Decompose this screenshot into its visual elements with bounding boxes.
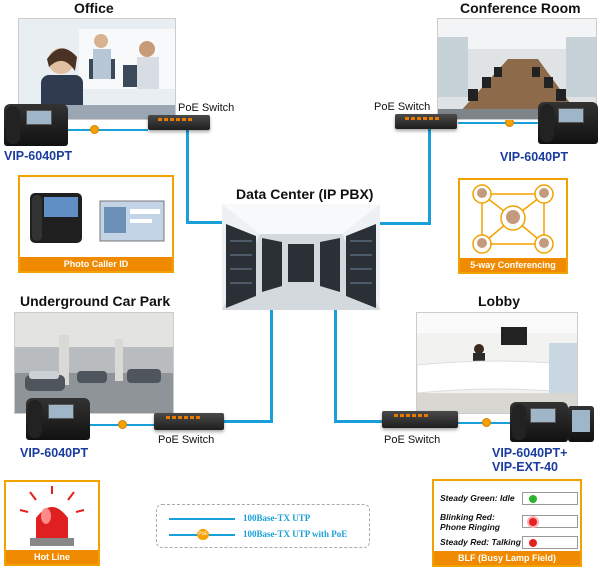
blf-label: BLF (Busy Lamp Field)	[434, 551, 580, 565]
conference-photo	[437, 18, 597, 120]
lobby-title: Lobby	[478, 293, 520, 309]
conference-switch-to-datacenter-line	[428, 128, 431, 225]
carpark-datacenter-hline	[224, 420, 273, 423]
phone-screen	[26, 110, 52, 125]
lobby-expansion-module	[568, 406, 594, 442]
conference-poe-line	[458, 122, 538, 124]
carpark-scene-image	[15, 313, 173, 413]
lobby-poe-switch	[382, 411, 458, 428]
datacenter-photo	[222, 204, 380, 310]
phone-screen	[558, 108, 584, 123]
lobby-datacenter-hline	[334, 420, 384, 423]
server-room-image	[222, 204, 380, 310]
office-switch-to-datacenter-line	[186, 128, 189, 223]
conferencing-card: 5-way Conferencing	[458, 178, 568, 274]
lobby-switch-to-datacenter-line	[334, 310, 337, 423]
carpark-title: Underground Car Park	[20, 293, 171, 309]
conference-switch-label: PoE Switch	[374, 101, 431, 113]
conference-scene-image	[438, 19, 596, 119]
conference-title: Conference Room	[460, 0, 581, 16]
office-datacenter-hline	[186, 221, 222, 224]
datacenter-title: Data Center (IP PBX)	[236, 186, 374, 202]
green-lamp-icon	[529, 494, 537, 503]
carpark-photo	[14, 312, 174, 414]
lobby-ip-phone	[510, 402, 568, 442]
red-lamp-icon	[529, 538, 537, 547]
blf-blink-field	[522, 515, 578, 528]
phone-handset	[6, 106, 20, 144]
phone-handset	[28, 400, 42, 438]
legend-utp-line	[169, 518, 235, 520]
blf-red-label: Steady Red: Talking	[440, 537, 521, 547]
lobby-switch-label: PoE Switch	[384, 434, 441, 446]
blinking-red-lamp-icon	[529, 517, 537, 526]
blf-blink-label-2: Phone Ringing	[440, 522, 500, 532]
phone-screen	[530, 408, 556, 423]
carpark-switch-to-datacenter-line	[270, 310, 273, 423]
lobby-phone-model-line1: VIP-6040PT+	[492, 446, 568, 460]
office-ip-phone	[4, 104, 68, 146]
phone-handset	[540, 104, 554, 142]
legend-poe-dot: PoE	[197, 529, 209, 540]
office-poe-dot	[90, 125, 99, 134]
photo-caller-id-card: Photo Caller ID	[18, 175, 174, 273]
hot-line-label: Hot Line	[6, 550, 98, 564]
blf-red-field	[522, 536, 578, 549]
office-switch-label: PoE Switch	[178, 102, 235, 114]
blf-green-label: Steady Green: Idle	[440, 493, 515, 503]
lobby-photo	[416, 312, 578, 414]
conferencing-label: 5-way Conferencing	[460, 258, 566, 272]
carpark-phone-model: VIP-6040PT	[20, 446, 89, 460]
lobby-poe-dot	[482, 418, 491, 427]
conferencing-illustration	[472, 184, 554, 254]
legend-utp-poe-text: 100Base-TX UTP with PoE	[243, 529, 348, 539]
office-title: Office	[74, 0, 114, 16]
conference-datacenter-hline	[380, 222, 430, 225]
photo-caller-id-illustration	[30, 193, 165, 243]
phone-handset	[512, 404, 526, 440]
office-phone-model: VIP-6040PT	[4, 149, 73, 163]
blf-green-field	[522, 492, 578, 505]
carpark-switch-label: PoE Switch	[158, 434, 215, 446]
carpark-ip-phone	[26, 398, 90, 440]
blf-card: Steady Green: Idle Blinking Red: Phone R…	[432, 479, 582, 567]
conference-poe-switch	[395, 114, 457, 129]
office-poe-line	[68, 129, 148, 131]
legend-utp-text: 100Base-TX UTP	[243, 513, 311, 523]
phone-screen	[48, 404, 74, 419]
blf-blink-label-1: Blinking Red:	[440, 512, 495, 522]
lobby-phone-model-line2: VIP-EXT-40	[492, 460, 558, 474]
conference-ip-phone	[538, 102, 598, 144]
photo-caller-id-label: Photo Caller ID	[20, 257, 172, 271]
carpark-poe-switch	[154, 413, 224, 430]
lobby-scene-image	[417, 313, 577, 413]
hot-line-card: Hot Line	[4, 480, 100, 566]
carpark-poe-dot	[118, 420, 127, 429]
conference-phone-model: VIP-6040PT	[500, 150, 569, 164]
office-poe-switch	[148, 115, 210, 130]
legend-box: 100Base-TX UTP PoE 100Base-TX UTP with P…	[156, 504, 370, 548]
siren-light-icon	[19, 486, 85, 546]
